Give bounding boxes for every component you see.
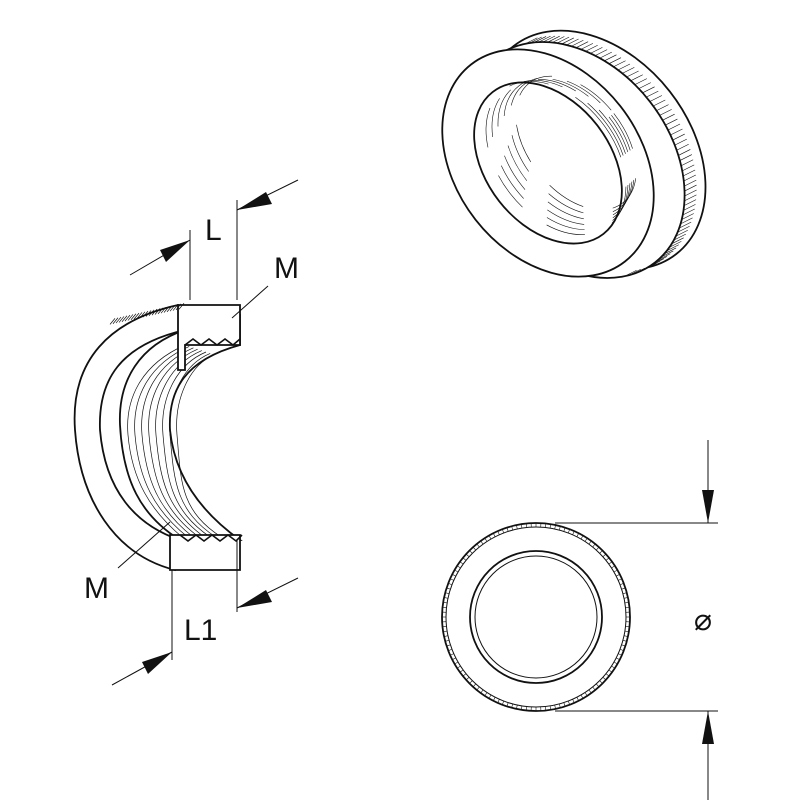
label-l: L xyxy=(205,214,222,247)
knurl-ridges xyxy=(525,35,697,277)
dimension-diameter: ⌀ xyxy=(555,440,718,800)
reducer-front-view xyxy=(441,522,631,712)
label-m-lower: M xyxy=(84,572,109,605)
dimension-l: L xyxy=(129,179,299,300)
label-m-upper: M xyxy=(274,252,299,285)
section-knurl xyxy=(109,302,185,325)
front-knurl xyxy=(442,523,630,711)
thread-callout-upper: M xyxy=(231,252,299,319)
thread-callout-lower: M xyxy=(84,521,171,605)
internal-threads xyxy=(485,75,637,235)
reducer-isometric-view xyxy=(441,29,707,279)
label-diameter: ⌀ xyxy=(694,604,712,637)
label-l1: L1 xyxy=(184,614,217,647)
dimension-l1: L1 xyxy=(111,540,299,686)
reducer-section-view xyxy=(73,302,243,572)
